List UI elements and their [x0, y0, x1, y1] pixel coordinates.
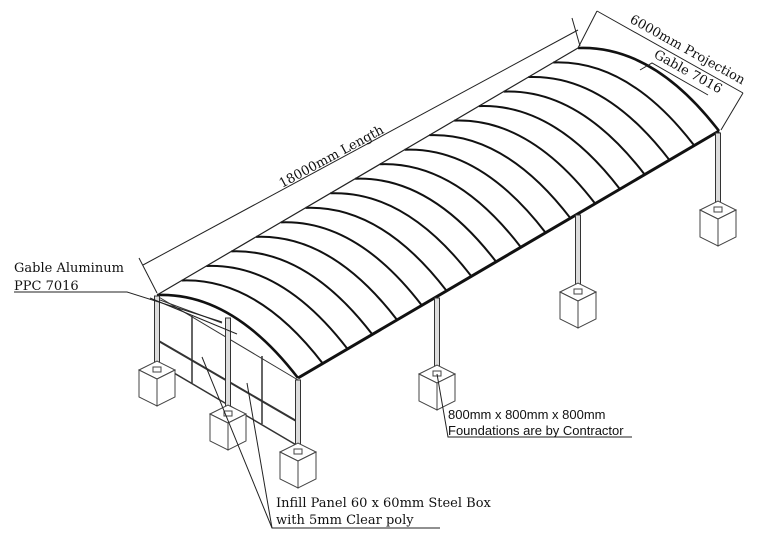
roof-rib	[330, 192, 473, 277]
footing-block	[208, 404, 248, 451]
projection-dimension	[577, 10, 744, 131]
gable-aluminum-leader	[14, 291, 223, 323]
roof-rib	[503, 90, 646, 176]
post	[154, 295, 160, 369]
footing-block	[698, 200, 738, 247]
footings	[137, 200, 738, 489]
roof-gutter-edge	[297, 129, 720, 380]
footing-block	[278, 442, 318, 489]
roof-rib	[231, 250, 374, 336]
infill-leader-2	[246, 382, 273, 529]
roof-rib	[454, 119, 596, 205]
gable-top-leader	[639, 62, 709, 96]
roof-rib	[206, 264, 349, 350]
gable-aluminum-label-1: Gable Aluminum	[14, 261, 124, 276]
length-dimension-label: 18000mm Length	[277, 122, 387, 191]
roof-rib	[355, 177, 497, 263]
roof-left-edge	[156, 47, 579, 296]
roof-ribs	[156, 46, 721, 379]
roof-rib	[280, 221, 423, 306]
foundation-leader	[436, 373, 632, 438]
foundation-label-2: Foundations are by Contractor	[448, 423, 624, 438]
post	[434, 297, 440, 373]
roof-rib	[404, 148, 547, 234]
length-dimension	[138, 17, 581, 294]
foundation-label-1: 800mm x 800mm x 800mm	[448, 407, 606, 422]
roof-rib	[429, 134, 572, 219]
gable-aluminum-leader-2	[149, 297, 238, 335]
post	[225, 317, 231, 413]
roof-rib	[305, 206, 448, 292]
infill-label-2: with 5mm Clear poly	[276, 513, 414, 528]
roof-rib	[478, 105, 621, 190]
post	[295, 379, 301, 451]
roof-rib	[577, 46, 721, 132]
post	[715, 132, 721, 209]
infill-label-1: Infill Panel 60 x 60mm Steel Box	[276, 496, 492, 511]
roof-rib	[156, 293, 300, 379]
roof-rib	[528, 76, 671, 161]
footing-block	[137, 360, 177, 407]
footing-block	[417, 364, 457, 411]
roof-rib	[553, 61, 696, 147]
gable-aluminum-label-2: PPC 7016	[14, 279, 79, 294]
roof-rib	[181, 279, 324, 365]
post	[575, 214, 581, 291]
roof-rib	[379, 163, 522, 248]
roof-rib	[256, 235, 398, 321]
footing-block	[558, 282, 598, 329]
